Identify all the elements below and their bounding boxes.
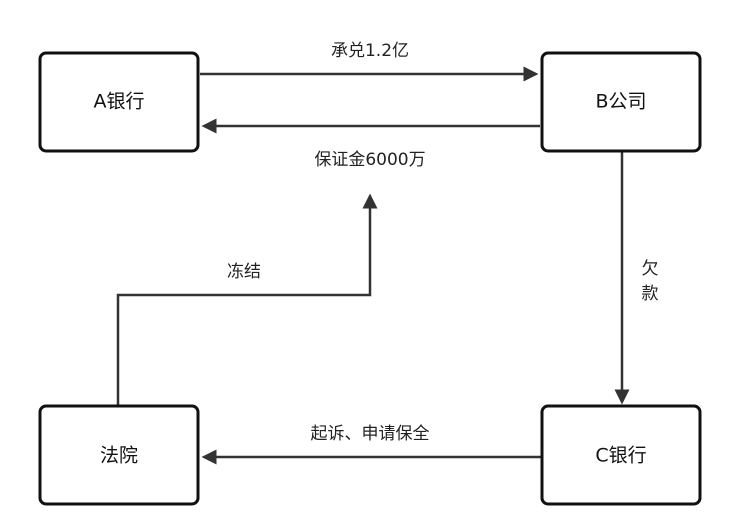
edge-label-sue: 起诉、申请保全 <box>311 424 430 444</box>
node-a-bank-label: A银行 <box>94 91 145 113</box>
edge-label-deposit: 保证金6000万 <box>314 150 425 170</box>
node-court-label: 法院 <box>100 445 138 467</box>
edge-label-acceptance: 承兑1.2亿 <box>331 41 409 61</box>
node-c-bank-label: C银行 <box>595 445 646 467</box>
arrow-court-to-deposit <box>116 193 378 405</box>
edge-label-debt-1: 欠 <box>642 259 659 279</box>
node-b-company-label: B公司 <box>595 91 646 113</box>
edge-label-debt-2: 款 <box>642 284 659 304</box>
node-a-bank: A银行 <box>38 51 200 153</box>
node-c-bank: C银行 <box>540 404 702 506</box>
node-court: 法院 <box>38 404 200 506</box>
edge-label-freeze: 冻结 <box>227 262 261 282</box>
node-b-company: B公司 <box>540 51 702 153</box>
